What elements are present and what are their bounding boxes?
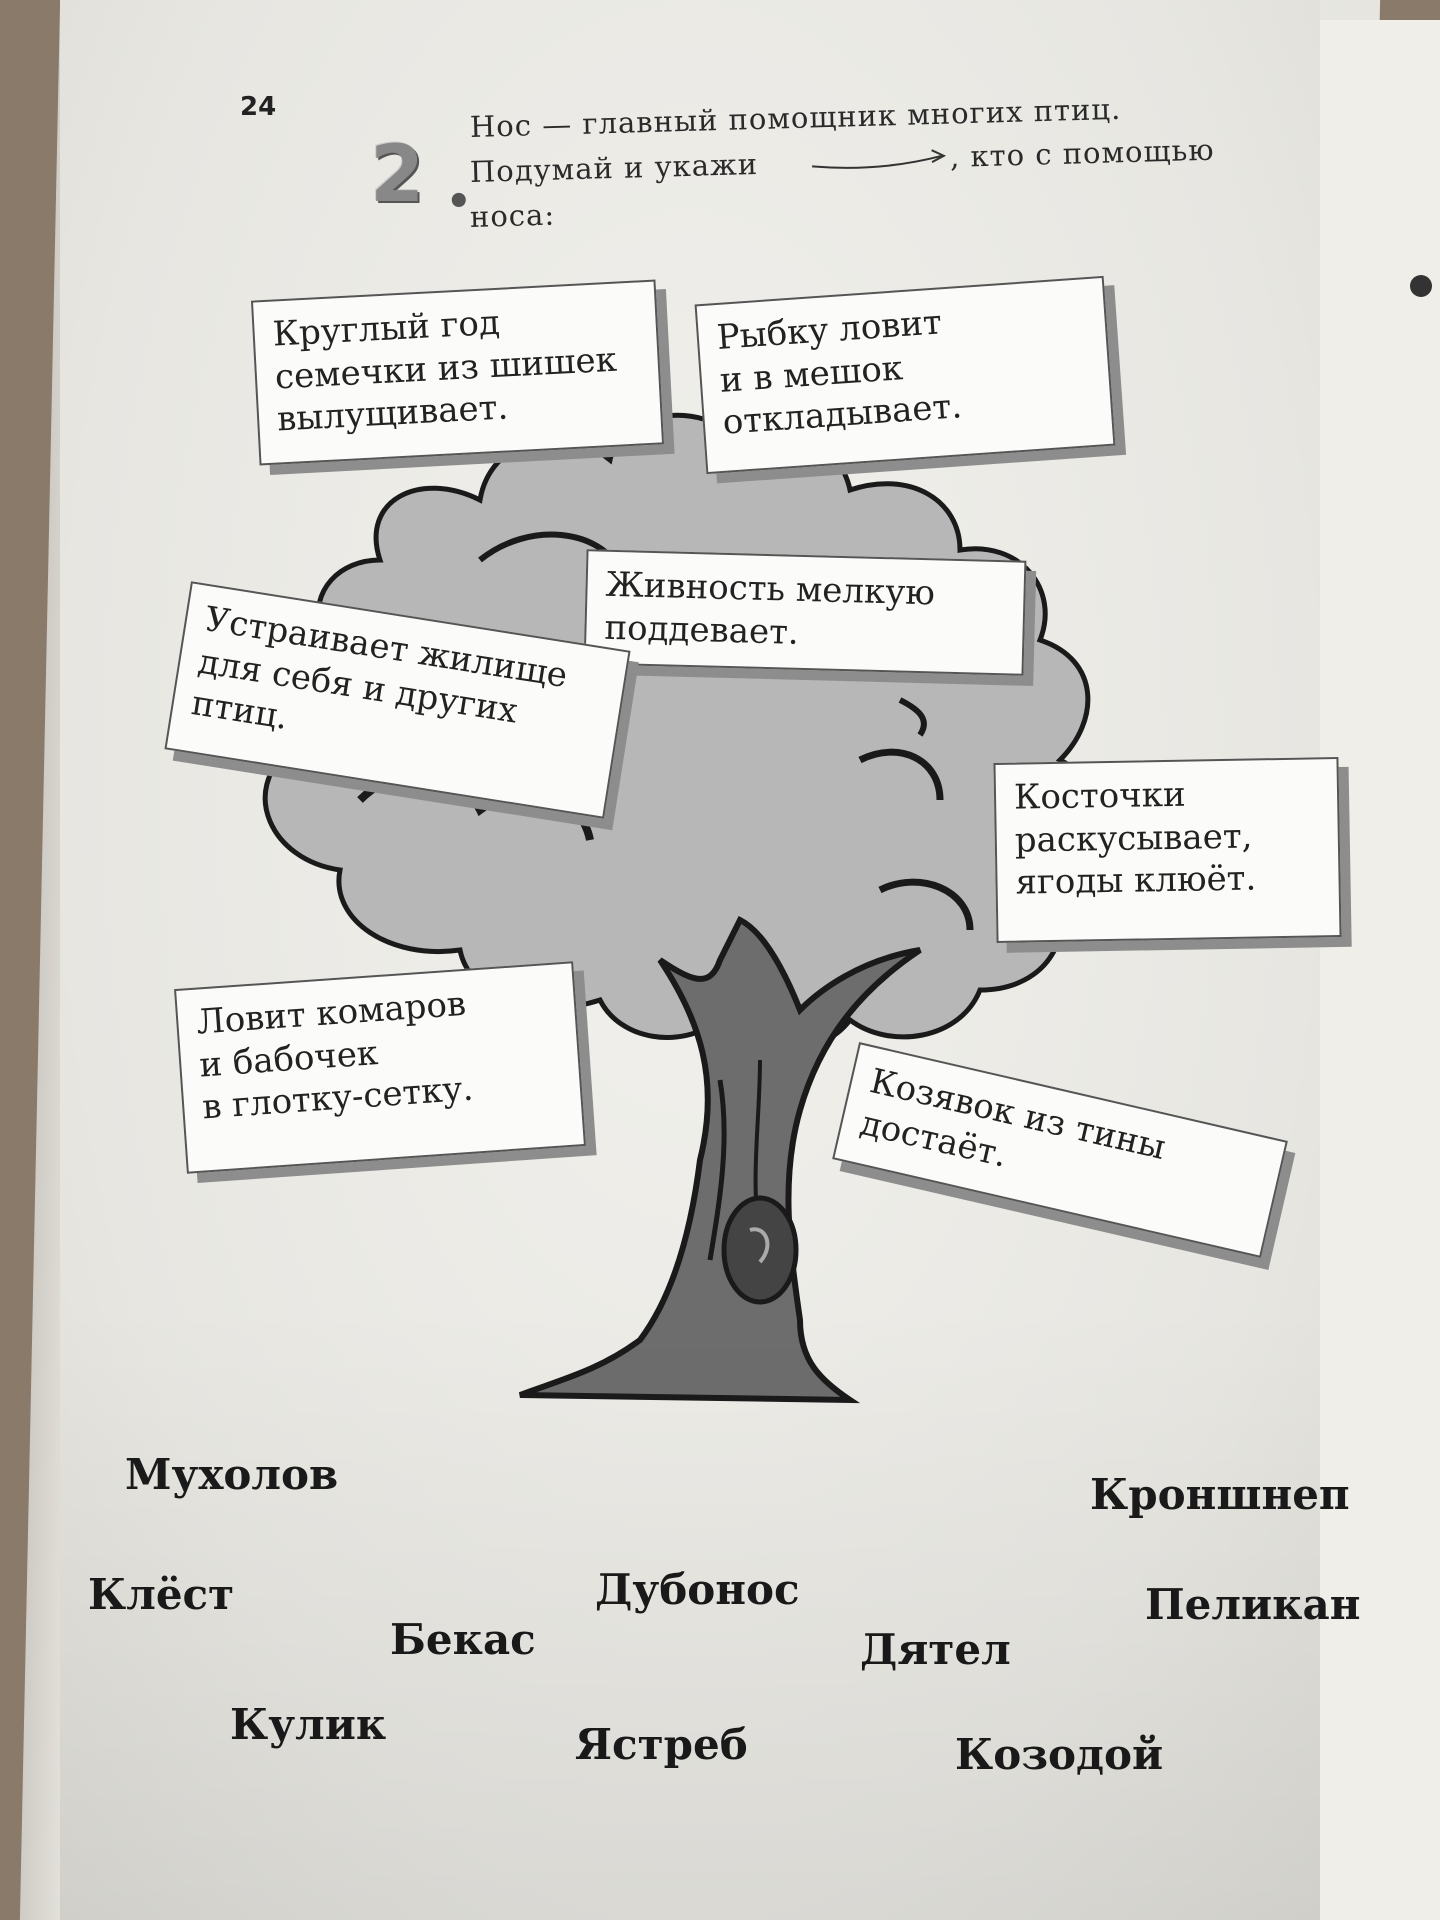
card-seeds: Круглый год семечки из шишек вылущивает. [250,279,665,466]
tree-illustration [259,412,1103,1404]
workbook-page: 24 2 • Нос — главный помощник многих пти… [60,0,1360,1920]
bird-kozodoy: Козодой [955,1730,1164,1779]
card-fish: Рыбку ловит и в мешок откладывает. [694,275,1116,475]
card-text-line: ягоды клюёт. [1015,858,1257,903]
card-text-line: Косточки [1013,774,1186,818]
task-number-dot: • [446,178,472,225]
bird-dyatel: Дятел [860,1625,1011,1674]
card-mosquitoes: Ловит комаров и бабочек в глотку-сетку. [174,961,586,1174]
card-text-line: поддевает. [604,607,800,653]
card-text-line: раскусывает, [1014,816,1253,861]
arrow-icon [812,149,947,169]
bird-dubonos: Дубонос [595,1565,800,1614]
card-pits-berries: Косточки раскусывает, ягоды клюёт. [993,757,1342,943]
bird-muholov: Мухолов [125,1450,339,1499]
bird-yastreb: Ястреб [575,1720,748,1769]
tree-trunk [518,915,922,1404]
bird-klest: Клёст [88,1570,235,1619]
task-number: 2 [370,130,425,220]
bird-bekas: Бекас [390,1615,536,1664]
binder-hole [1410,275,1432,297]
bird-pelikan: Пеликан [1145,1580,1361,1629]
bird-kronshnep: Кроншнеп [1090,1470,1350,1519]
page-number: 24 [240,92,277,122]
card-small-creatures: Живность мелкую поддевает. [583,549,1027,676]
bird-kulik: Кулик [230,1700,387,1749]
